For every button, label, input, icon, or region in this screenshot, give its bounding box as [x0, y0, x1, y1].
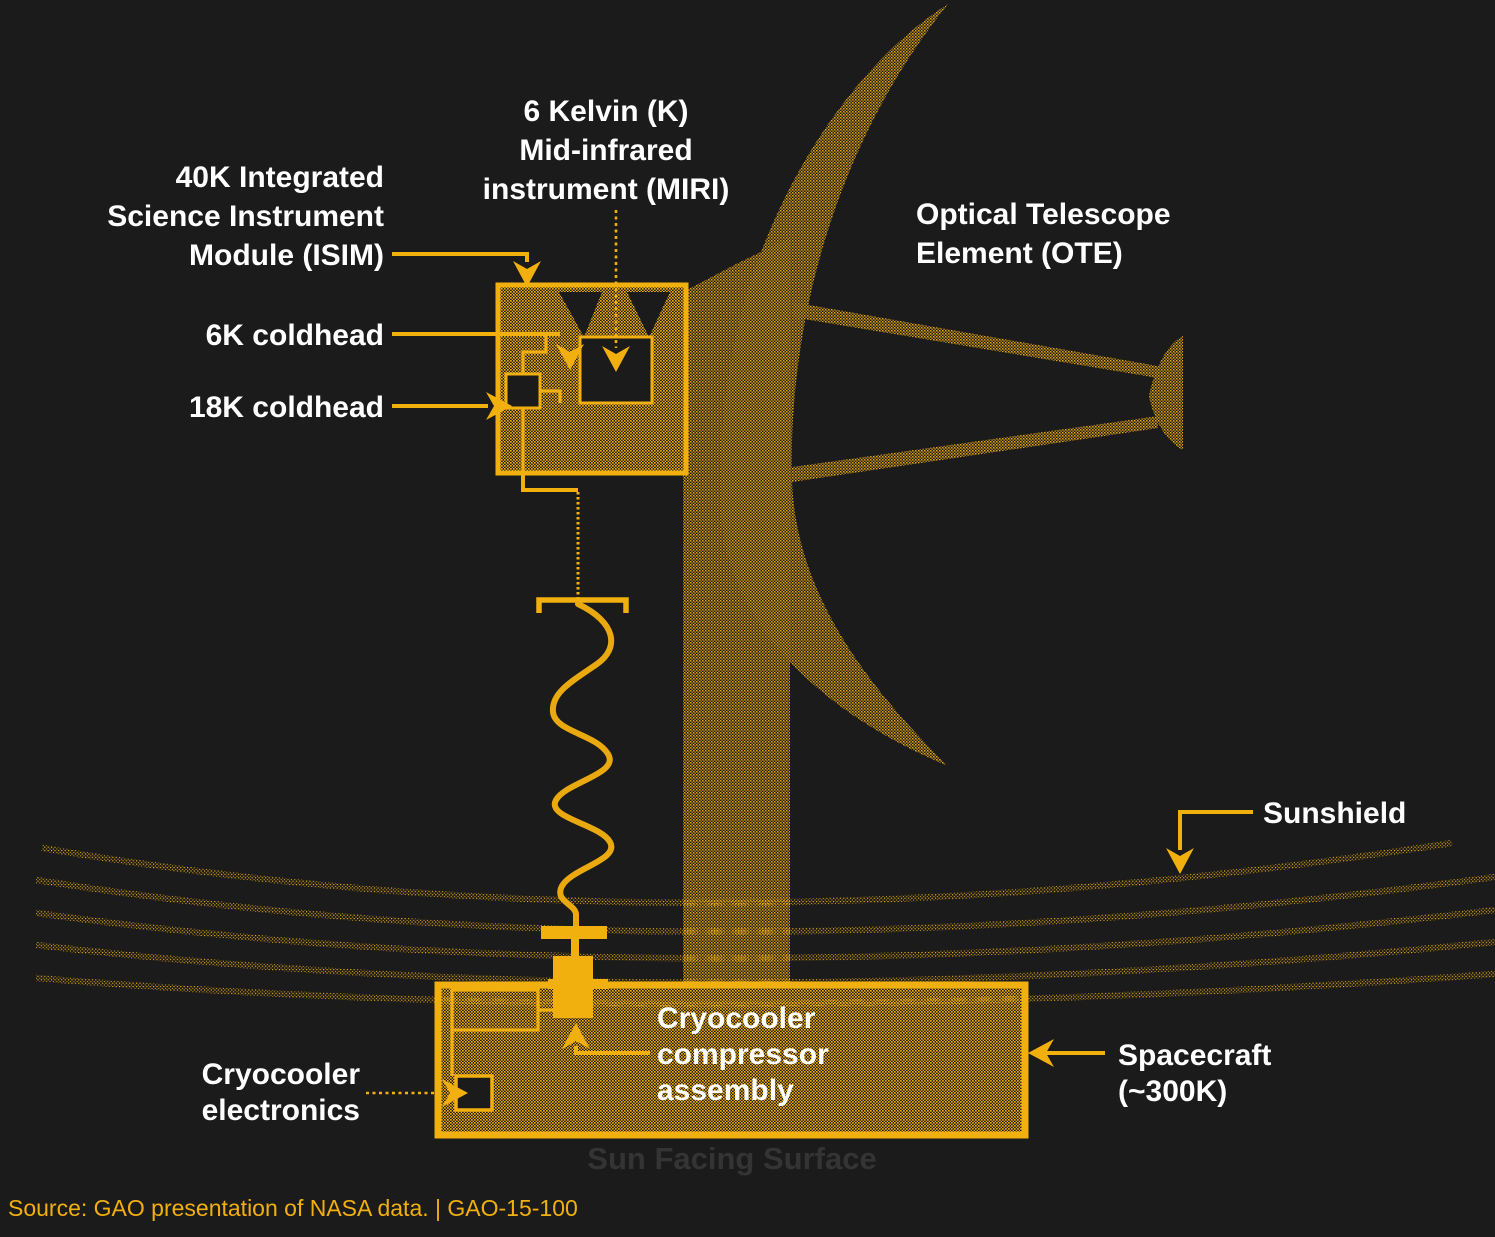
sunshield-label: Sunshield: [1263, 797, 1406, 830]
spacecraft-assembly: [434, 956, 1029, 1139]
spacecraft-label: (~300K): [1118, 1075, 1227, 1108]
secondary-mirror-strut-upper: [792, 302, 1158, 378]
isim-label: Module (ISIM): [189, 239, 384, 272]
cryocooler-compressor-label: Cryocooler: [657, 1002, 816, 1035]
coil-mount-bar: [541, 926, 607, 939]
diagram-labels: 40K Integrated Science Instrument Module…: [8, 95, 1406, 1221]
cryocooler-compressor-label: assembly: [657, 1074, 794, 1107]
coldhead-6k-line: [521, 336, 548, 374]
coldhead-6k-label: 6K coldhead: [206, 319, 384, 352]
secondary-mirror: [1149, 336, 1183, 450]
leader-lines: [366, 210, 1253, 1107]
compressor-arrowhead: [562, 1023, 590, 1049]
isim-leader: [392, 252, 529, 262]
isim-label: Science Instrument: [107, 200, 384, 233]
cryocooler-compressor-label: compressor: [657, 1038, 829, 1071]
coldhead-18k-label: 18K coldhead: [189, 391, 384, 424]
coldhead-18k-arrowhead: [486, 392, 512, 420]
coldhead-link-line: [540, 389, 562, 403]
coil-tube: [549, 601, 615, 931]
isim-assembly: [495, 282, 689, 476]
compressor-block: [553, 956, 593, 1018]
ote-label: Element (OTE): [916, 237, 1123, 270]
isim-arrowhead: [513, 261, 541, 287]
spacecraft-arrowhead: [1028, 1039, 1054, 1067]
sun-facing-surface-label: Sun Facing Surface: [587, 1141, 876, 1176]
sunshield-leader: [1178, 810, 1253, 850]
primary-mirror: [720, 4, 948, 766]
cryocooler-electronics-label: electronics: [202, 1094, 360, 1127]
miri-arrowhead: [602, 346, 630, 372]
sunshield-arrowhead: [1166, 848, 1194, 874]
miri-label: Mid-infrared: [519, 134, 692, 167]
compressor-leader: [574, 1046, 650, 1055]
spacecraft-box: [434, 981, 1029, 1139]
support-bracket: [536, 597, 629, 613]
isim-exit-pipe: [521, 472, 578, 492]
isim-funnel-left: [559, 292, 602, 337]
electronics-arrowhead: [442, 1079, 468, 1107]
source-line: Source: GAO presentation of NASA data. |…: [8, 1195, 578, 1221]
isim-funnel-right: [627, 292, 670, 337]
coldhead-18k-block: [504, 372, 542, 410]
cryocooler-electronics-label: Cryocooler: [202, 1058, 361, 1091]
refrigerant-line: [521, 472, 629, 959]
spacecraft-label: Spacecraft: [1118, 1039, 1271, 1072]
miri-label: instrument (MIRI): [483, 173, 730, 206]
coil-stem: [571, 939, 579, 959]
secondary-mirror-strut-lower: [792, 416, 1158, 482]
miri-label: 6 Kelvin (K): [523, 95, 688, 128]
coldhead-6k-arrowhead: [556, 344, 584, 370]
ote-label: Optical Telescope: [916, 198, 1171, 231]
isim-label: 40K Integrated: [176, 161, 384, 194]
optical-telescope-element: [683, 4, 1183, 988]
